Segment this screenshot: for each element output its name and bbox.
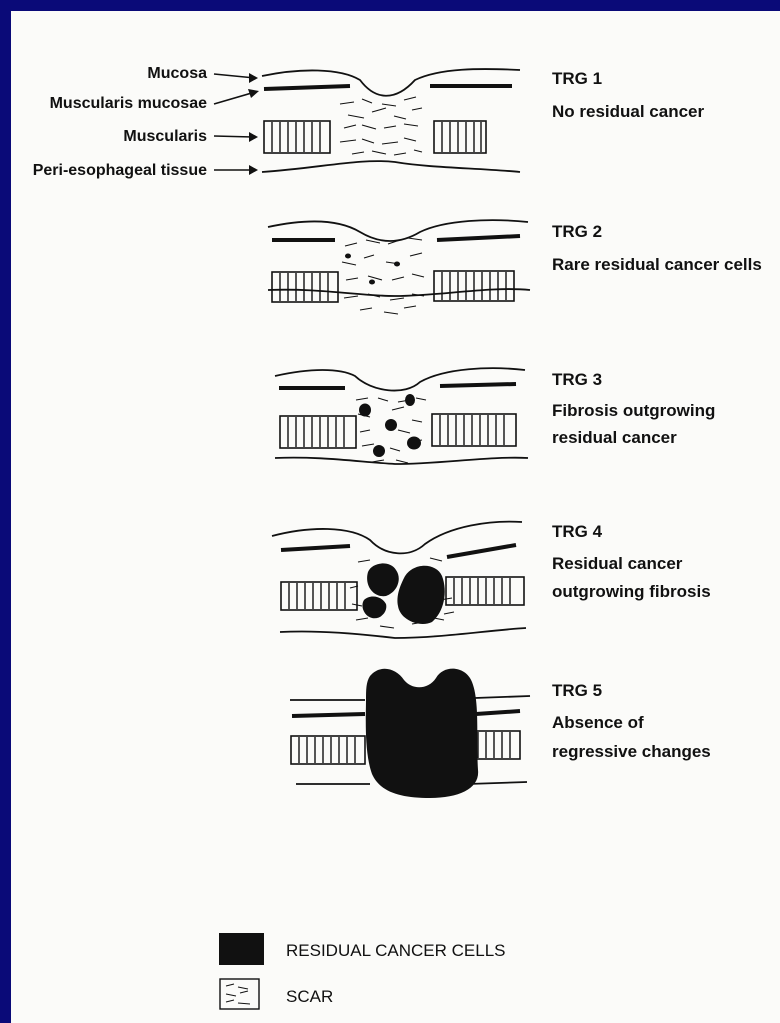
trg5-title: TRG 5: [552, 681, 602, 700]
trg3-desc-line2: residual cancer: [552, 428, 677, 447]
legend-residual-label: RESIDUAL CANCER CELLS: [286, 941, 506, 960]
legend-scar-label: SCAR: [286, 987, 333, 1006]
label-muscularis: Muscularis: [123, 128, 207, 145]
cancer-mass-large: [366, 669, 478, 798]
label-muscularis-mucosae: Muscularis mucosae: [50, 95, 208, 112]
trg3-desc-line1: Fibrosis outgrowing: [552, 401, 715, 420]
arrow-muscularis: [214, 136, 253, 137]
label-mucosa: Mucosa: [147, 65, 207, 82]
trg4-title: TRG 4: [552, 522, 603, 541]
legend-residual-swatch: [219, 933, 264, 965]
trg4-desc-line2: outgrowing fibrosis: [552, 582, 711, 601]
trg3-title: TRG 3: [552, 370, 602, 389]
trg1-desc: No residual cancer: [552, 102, 705, 121]
label-peri-esophageal: Peri-esophageal tissue: [33, 162, 207, 179]
trg2-desc: Rare residual cancer cells: [552, 255, 762, 274]
trg5-desc-line2: regressive changes: [552, 742, 711, 761]
trg1-title: TRG 1: [552, 69, 602, 88]
trg4-desc-line1: Residual cancer: [552, 554, 683, 573]
trg2-title: TRG 2: [552, 222, 602, 241]
legend-scar-swatch: [220, 979, 259, 1009]
trg5-desc-line1: Absence of: [552, 713, 644, 732]
